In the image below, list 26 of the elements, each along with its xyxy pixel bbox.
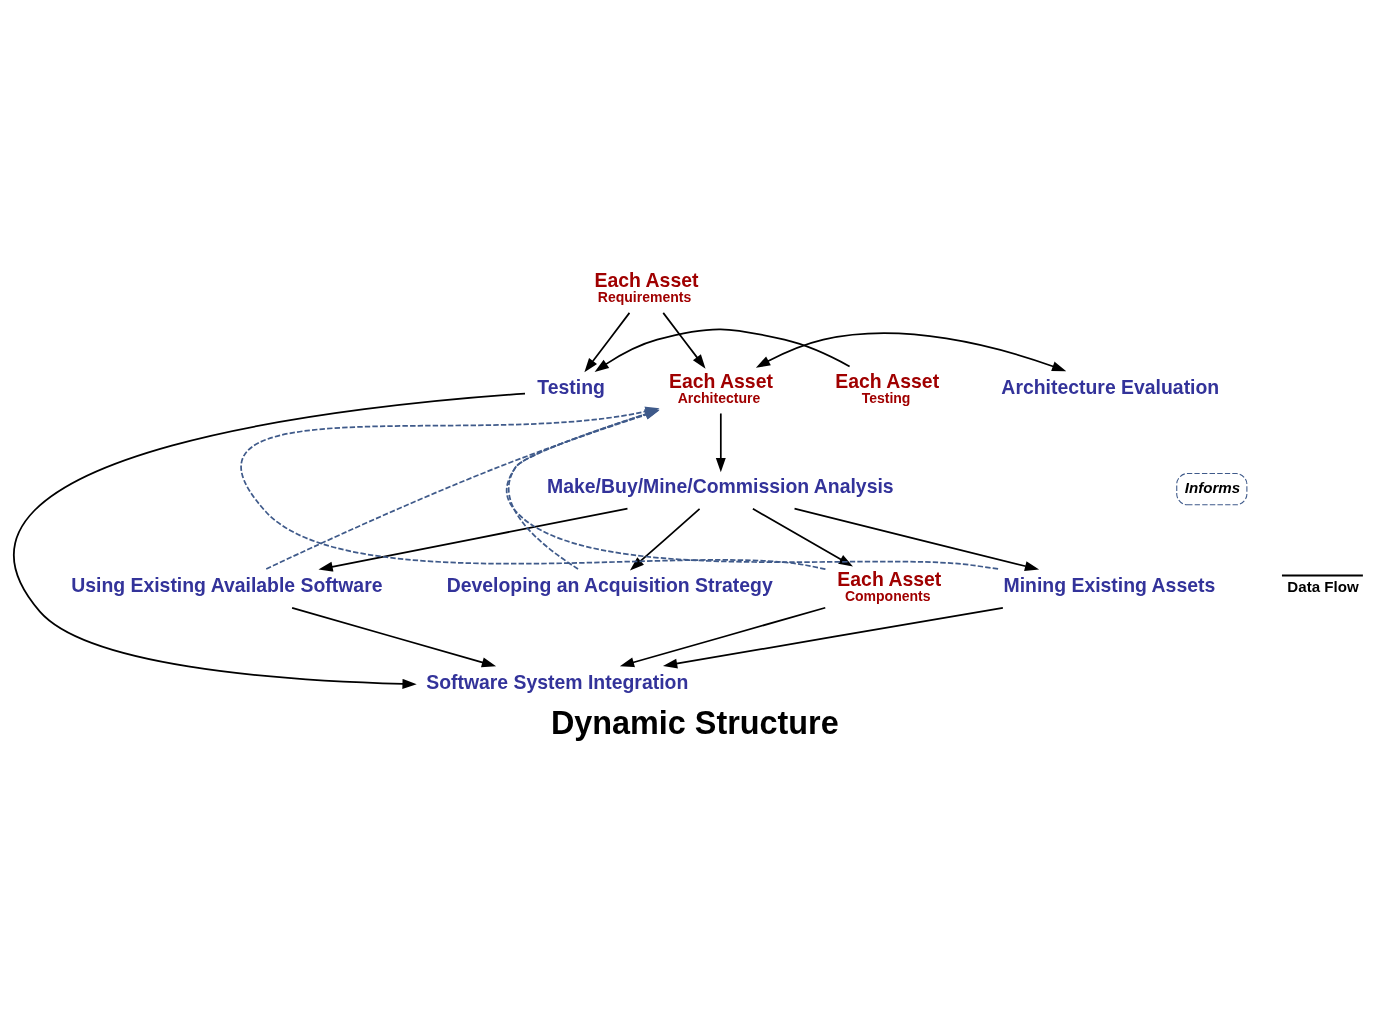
legend-label: Data Flow [1287,577,1359,595]
arrow [291,607,497,668]
arrow [619,606,827,668]
node-text: Using Existing Available Software [71,574,383,597]
arrow [594,328,851,372]
legend-label: Informs [1184,478,1241,496]
arrow [318,507,629,572]
node-text: Software System Integration [426,670,689,693]
node-text: Each Asset Architecture [669,369,773,406]
node-text: Mining Existing Assets [1003,574,1216,597]
arrow [584,312,631,373]
node-text: Each Asset Requirements [594,269,699,306]
arrow [715,412,726,473]
arrow [662,607,1004,669]
node-text: Each Asset Testing [835,369,940,406]
arrow [629,508,701,571]
node-text: Make/Buy/Mine/Commission Analysis [547,474,894,497]
node-text: Architecture Evaluation [1001,375,1220,398]
arrow [15,392,526,689]
node-text: Testing [537,375,605,398]
diagram-title: Dynamic Structure [550,704,839,741]
node-text: Developing an Acquisition Strategy [446,574,773,597]
node-text: Each Asset Components [837,568,942,605]
arrow [755,332,1067,372]
arrow [662,312,706,369]
arrow [793,507,1040,571]
